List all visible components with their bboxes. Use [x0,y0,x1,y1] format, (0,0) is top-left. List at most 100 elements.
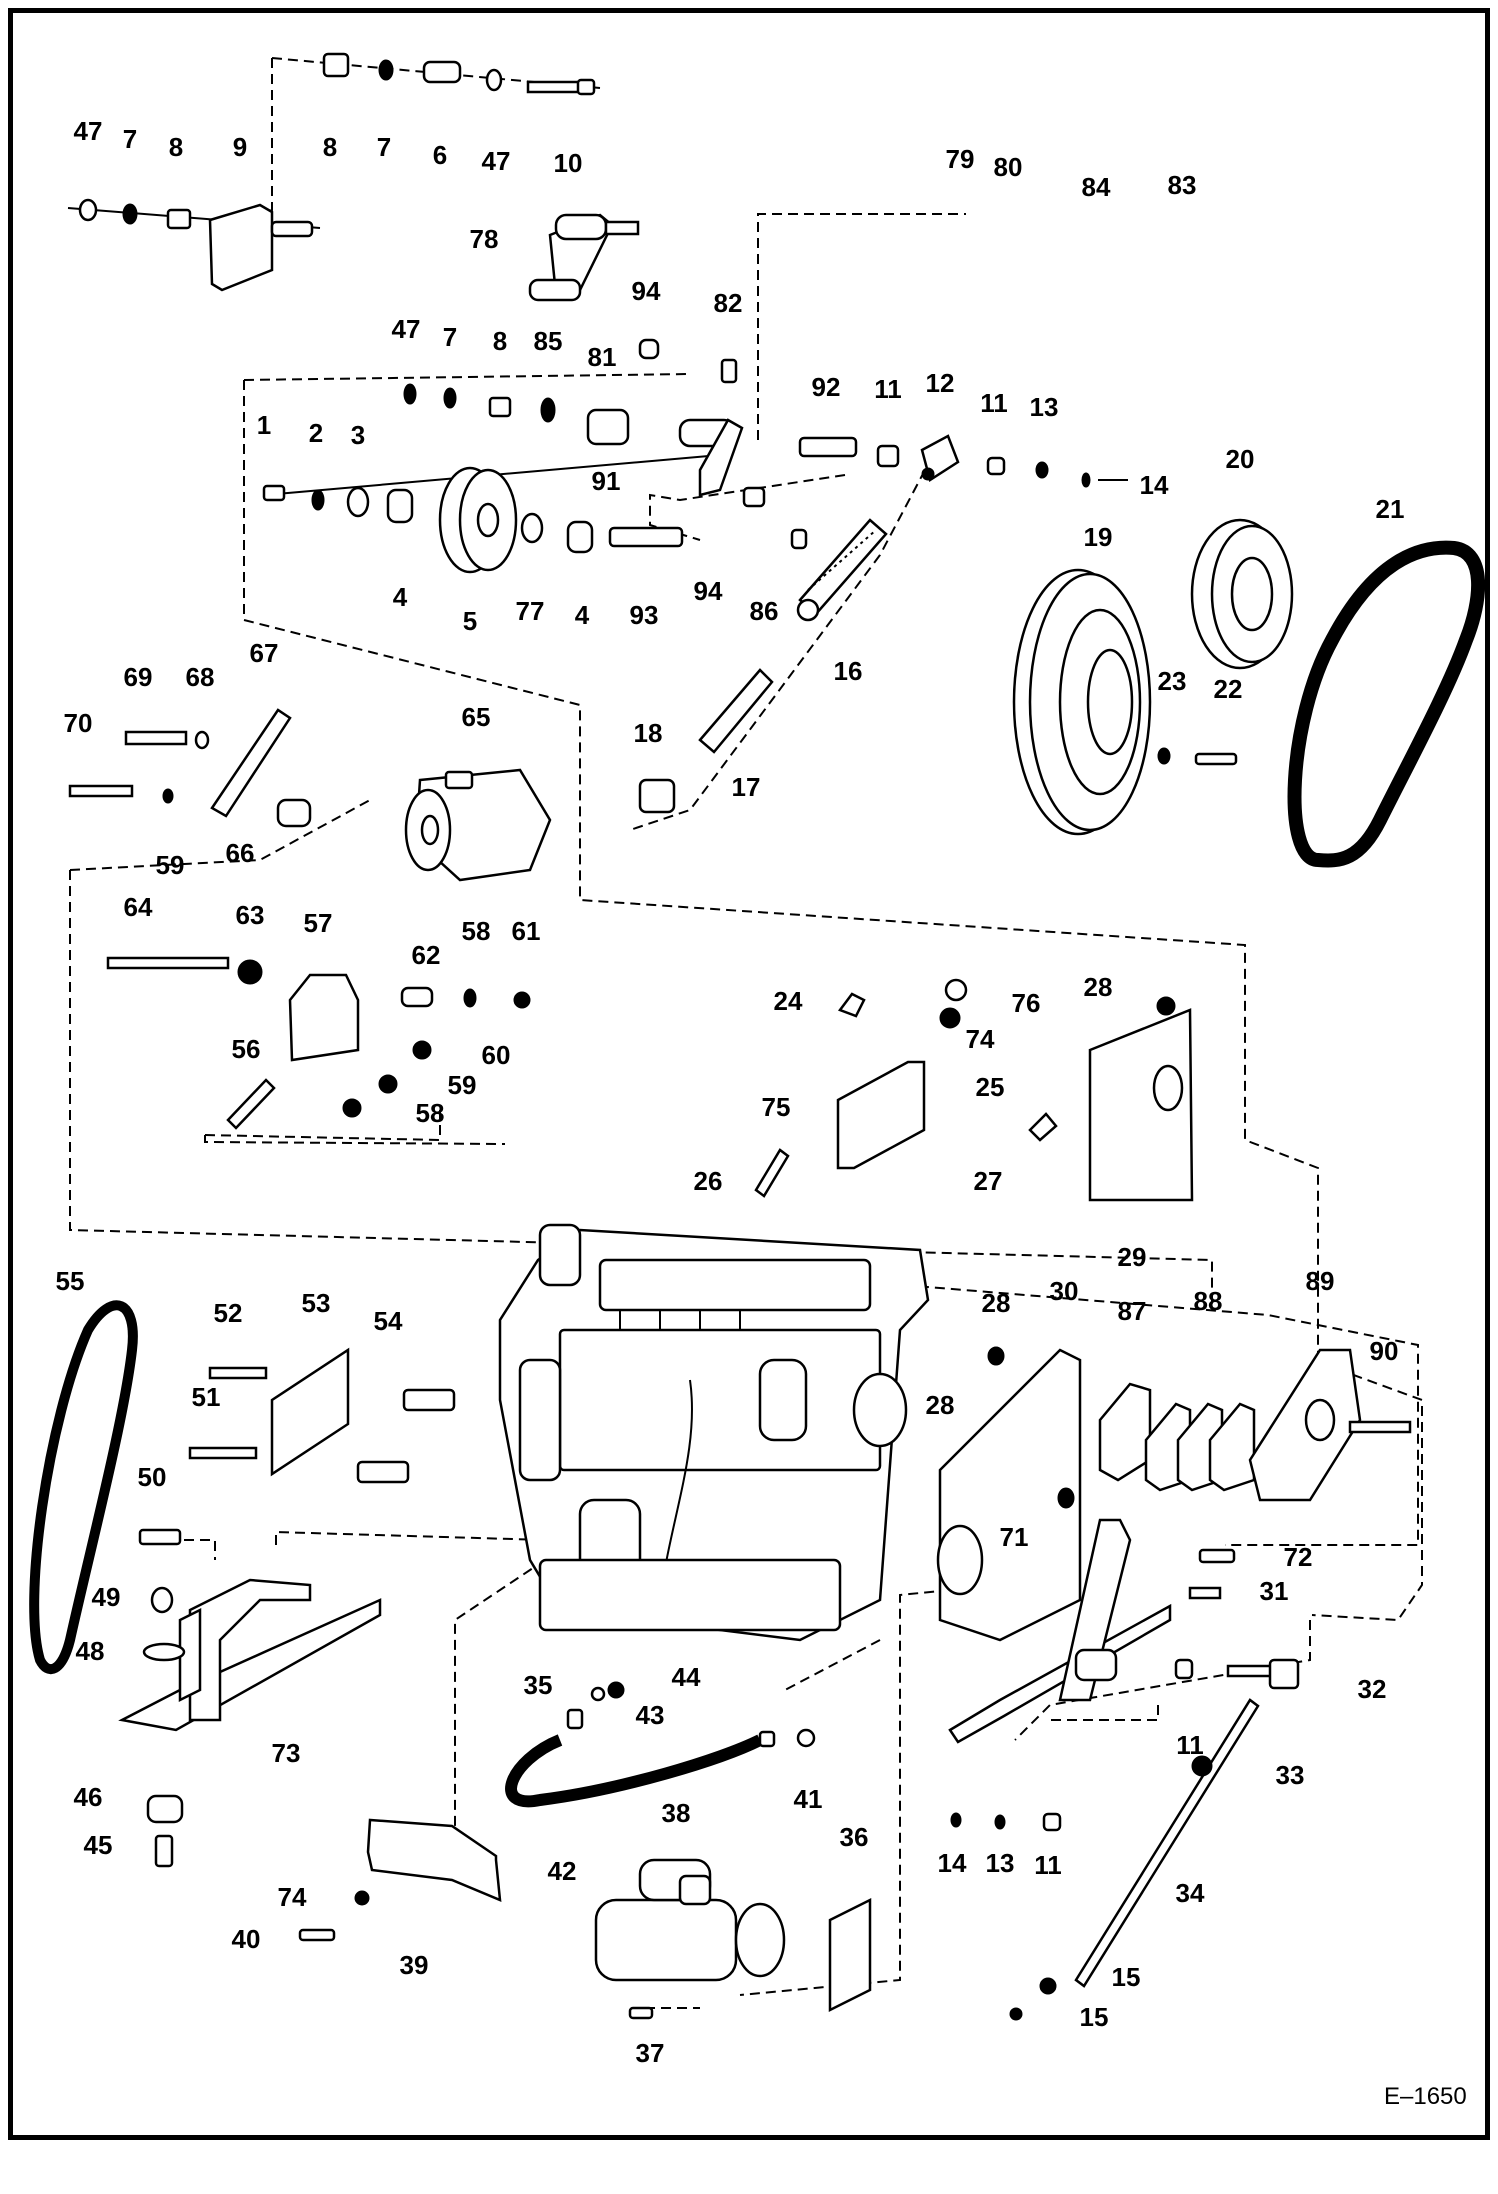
callout-79: 79 [946,144,975,174]
callout-17: 17 [732,772,761,802]
callout-87: 87 [1118,1296,1147,1326]
callout-58: 58 [462,916,491,946]
callout-71: 71 [1000,1522,1029,1552]
callout-67: 67 [250,638,279,668]
callout-72: 72 [1284,1542,1313,1572]
callout-86: 86 [750,596,779,626]
callout-55: 55 [56,1266,85,1296]
assembly-dashed-lines [69,57,1423,2009]
callout-7: 7 [123,124,137,154]
callout-8: 8 [323,132,337,162]
callout-4: 4 [575,600,590,630]
callout-57: 57 [304,908,333,938]
callout-5: 5 [463,606,477,636]
callout-6: 6 [433,140,447,170]
callout-56: 56 [232,1034,261,1064]
oil-hose-42 [505,1681,816,1808]
callout-50: 50 [138,1462,167,1492]
callout-11: 11 [1034,1850,1062,1880]
fan-pulley [1190,518,1294,670]
callout-29: 29 [1118,1242,1147,1272]
callout-2: 2 [309,418,323,448]
callout-23: 23 [1158,666,1187,696]
callout-58: 58 [416,1098,445,1128]
callout-74: 74 [966,1024,995,1054]
callout-14: 14 [1140,470,1169,500]
starter-bracket-39 [298,1818,502,1942]
callout-13: 13 [986,1848,1015,1878]
callout-7: 7 [443,322,457,352]
adjusting-rod-34 [950,1698,1260,2021]
callout-44: 44 [672,1662,701,1692]
callout-1: 1 [257,410,271,440]
callout-89: 89 [1306,1266,1335,1296]
callout-11: 11 [980,388,1008,418]
belt-55 [29,1300,138,1675]
callout-24: 24 [774,986,803,1016]
crankshaft-pulley [1012,568,1238,836]
callout-31: 31 [1260,1576,1289,1606]
callout-54: 54 [374,1306,403,1336]
engine-block [498,1223,930,1642]
callout-94: 94 [694,576,723,606]
callout-63: 63 [236,900,265,930]
callout-78: 78 [470,224,499,254]
callout-15: 15 [1112,1962,1141,1992]
callout-7: 7 [377,132,391,162]
callout-53: 53 [302,1288,331,1318]
callout-88: 88 [1194,1286,1223,1316]
callout-26: 26 [694,1166,723,1196]
callout-77: 77 [516,596,545,626]
callout-25: 25 [976,1072,1005,1102]
alternator-bracket [106,956,531,1130]
callout-47: 47 [74,116,103,146]
tensioner-assembly [638,434,1128,814]
callout-52: 52 [214,1298,243,1328]
callout-28: 28 [1084,972,1113,1002]
callout-90: 90 [1370,1336,1399,1366]
callout-47: 47 [482,146,511,176]
callout-18: 18 [634,718,663,748]
callout-16: 16 [834,656,863,686]
figure-id: E–1650 [1384,2083,1467,2110]
callout-19: 19 [1084,522,1113,552]
callout-21: 21 [1376,494,1405,524]
mount-bracket-73 [118,1528,382,1868]
callout-94: 94 [632,276,661,306]
callout-11: 11 [874,374,902,404]
drive-belt [1287,540,1486,868]
engine-mount-71 [948,1518,1300,1744]
callout-69: 69 [124,662,153,692]
callout-73: 73 [272,1738,301,1768]
callout-8: 8 [493,326,507,356]
callout-75: 75 [762,1092,791,1122]
callout-51: 51 [192,1382,221,1412]
callout-59: 59 [156,850,185,880]
callout-43: 43 [636,1700,665,1730]
callout-20: 20 [1226,444,1255,474]
callout-66: 66 [226,838,255,868]
callout-32: 32 [1358,1674,1387,1704]
callout-38: 38 [662,1798,691,1828]
callout-40: 40 [232,1924,261,1954]
callout-85: 85 [534,326,563,356]
callout-64: 64 [124,892,153,922]
callout-49: 49 [92,1582,121,1612]
callout-39: 39 [400,1950,429,1980]
callout-13: 13 [1030,392,1059,422]
callout-74: 74 [278,1882,307,1912]
callout-48: 48 [76,1636,105,1666]
callout-14: 14 [938,1848,967,1878]
callout-28: 28 [982,1288,1011,1318]
callout-83: 83 [1168,170,1197,200]
callout-28: 28 [926,1390,955,1420]
callout-93: 93 [630,600,659,630]
callout-59: 59 [448,1070,477,1100]
idler-pulley-assembly [262,338,766,574]
callout-9: 9 [233,132,247,162]
callout-37: 37 [636,2038,665,2068]
bracket-25 [754,978,968,1198]
callout-10: 10 [554,148,583,178]
callout-27: 27 [974,1166,1003,1196]
